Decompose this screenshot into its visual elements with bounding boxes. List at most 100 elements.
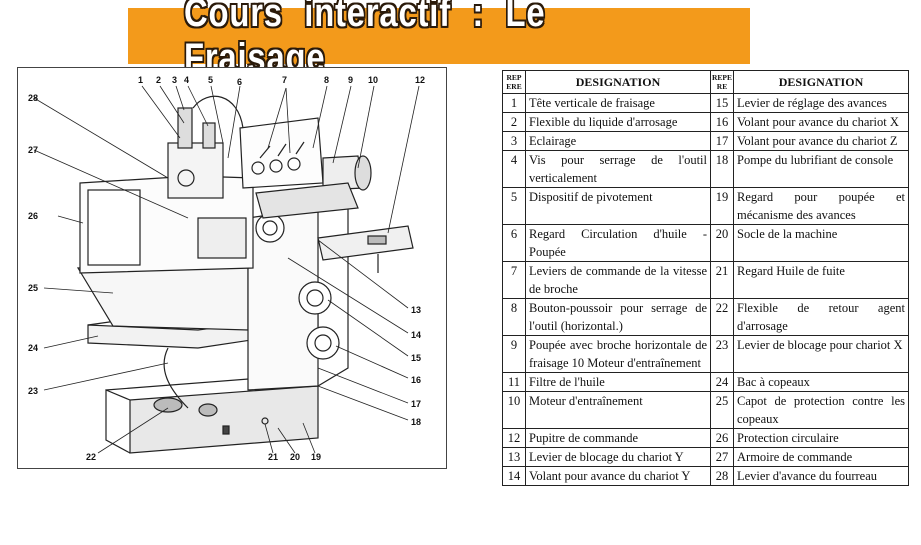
- designation: Pupitre de commande: [525, 428, 711, 448]
- repere-number: 14: [502, 466, 526, 486]
- repere-number: 9: [502, 335, 526, 373]
- repere-number: 4: [502, 150, 526, 188]
- repere-number: 12: [502, 428, 526, 448]
- repere-number: 18: [710, 150, 734, 188]
- repere-number: 11: [502, 372, 526, 392]
- designation: Flexible de retour agent d'arrosage: [733, 298, 909, 336]
- callout-13: 13: [411, 305, 421, 315]
- repere-number: 26: [710, 428, 734, 448]
- legend-header: REP ERE DESIGNATION REPE RE DESIGNATION: [502, 70, 909, 94]
- designation: Regard pour poupée et mécanisme des avan…: [733, 187, 909, 225]
- repere-number: 3: [502, 131, 526, 151]
- callout-24: 24: [28, 343, 38, 353]
- designation: Levier d'avance du fourreau: [733, 466, 909, 486]
- repere-number: 24: [710, 372, 734, 392]
- repere-number: 28: [710, 466, 734, 486]
- callout-17: 17: [411, 399, 421, 409]
- designation: Volant pour avance du chariot X: [733, 112, 909, 132]
- repere-number: 27: [710, 447, 734, 467]
- callout-14: 14: [411, 330, 421, 340]
- callout-22: 22: [86, 452, 96, 462]
- designation: Dispositif de pivotement: [525, 187, 711, 225]
- machine-diagram: 1 2 3 4 5 6 7 8 9 10 12 13 14 15 16 17 1…: [17, 67, 447, 469]
- designation: Poupée avec broche horizontale de fraisa…: [525, 335, 711, 373]
- callout-15: 15: [411, 353, 421, 363]
- callout-27: 27: [28, 145, 38, 155]
- callout-5: 5: [208, 75, 213, 85]
- header-designation-2: DESIGNATION: [733, 70, 909, 94]
- callout-20: 20: [290, 452, 300, 462]
- repere-number: 19: [710, 187, 734, 225]
- designation: Socle de la machine: [733, 224, 909, 262]
- repere-number: 22: [710, 298, 734, 336]
- callout-16: 16: [411, 375, 421, 385]
- designation: Armoire de commande: [733, 447, 909, 467]
- header-designation-1: DESIGNATION: [525, 70, 711, 94]
- header-repere-2: REPE RE: [710, 70, 734, 94]
- callout-2: 2: [156, 75, 161, 85]
- repere-number: 2: [502, 112, 526, 132]
- repere-number: 5: [502, 187, 526, 225]
- title-banner: Cours interactif : Le Fraisage: [128, 0, 750, 80]
- repere-number: 21: [710, 261, 734, 299]
- callout-19: 19: [311, 452, 321, 462]
- designation: Vis pour serrage de l'outil verticalemen…: [525, 150, 711, 188]
- repere-number: 15: [710, 93, 734, 113]
- repere-number: 20: [710, 224, 734, 262]
- callout-12: 12: [415, 75, 425, 85]
- repere-number: 16: [710, 112, 734, 132]
- callout-1: 1: [138, 75, 143, 85]
- designation: Eclairage: [525, 131, 711, 151]
- callout-9: 9: [348, 75, 353, 85]
- repere-number: 25: [710, 391, 734, 429]
- repere-number: 1: [502, 93, 526, 113]
- repere-number: 6: [502, 224, 526, 262]
- designation: Levier de blocage pour chariot X: [733, 335, 909, 373]
- designation: Protection circulaire: [733, 428, 909, 448]
- repere-number: 17: [710, 131, 734, 151]
- repere-number: 10: [502, 391, 526, 429]
- callout-25: 25: [28, 283, 38, 293]
- callout-8: 8: [324, 75, 329, 85]
- callout-28: 28: [28, 93, 38, 103]
- legend-table: REP ERE DESIGNATION REPE RE DESIGNATION …: [502, 70, 909, 486]
- designation: Filtre de l'huile: [525, 372, 711, 392]
- designation: Leviers de commande de la vitesse de bro…: [525, 261, 711, 299]
- designation: Regard Huile de fuite: [733, 261, 909, 299]
- designation: Levier de blocage du chariot Y: [525, 447, 711, 467]
- callout-23: 23: [28, 386, 38, 396]
- callout-21: 21: [268, 452, 278, 462]
- repere-number: 23: [710, 335, 734, 373]
- designation: Regard Circulation d'huile - Poupée: [525, 224, 711, 262]
- designation: Volant pour avance du chariot Z: [733, 131, 909, 151]
- repere-number: 13: [502, 447, 526, 467]
- designation: Flexible du liquide d'arrosage: [525, 112, 711, 132]
- designation: Bouton-poussoir pour serrage de l'outil …: [525, 298, 711, 336]
- designation: Levier de réglage des avances: [733, 93, 909, 113]
- designation: Moteur d'entraînement: [525, 391, 711, 429]
- designation: Bac à copeaux: [733, 372, 909, 392]
- designation: Volant pour avance du chariot Y: [525, 466, 711, 486]
- callout-6: 6: [237, 77, 242, 87]
- repere-number: 8: [502, 298, 526, 336]
- callout-3: 3: [172, 75, 177, 85]
- designation: Capot de protection contre les copeaux: [733, 391, 909, 429]
- callout-10: 10: [368, 75, 378, 85]
- designation: Pompe du lubrifiant de console: [733, 150, 909, 188]
- callout-7: 7: [282, 75, 287, 85]
- banner-title: Cours interactif : Le Fraisage: [183, 0, 546, 80]
- repere-number: 7: [502, 261, 526, 299]
